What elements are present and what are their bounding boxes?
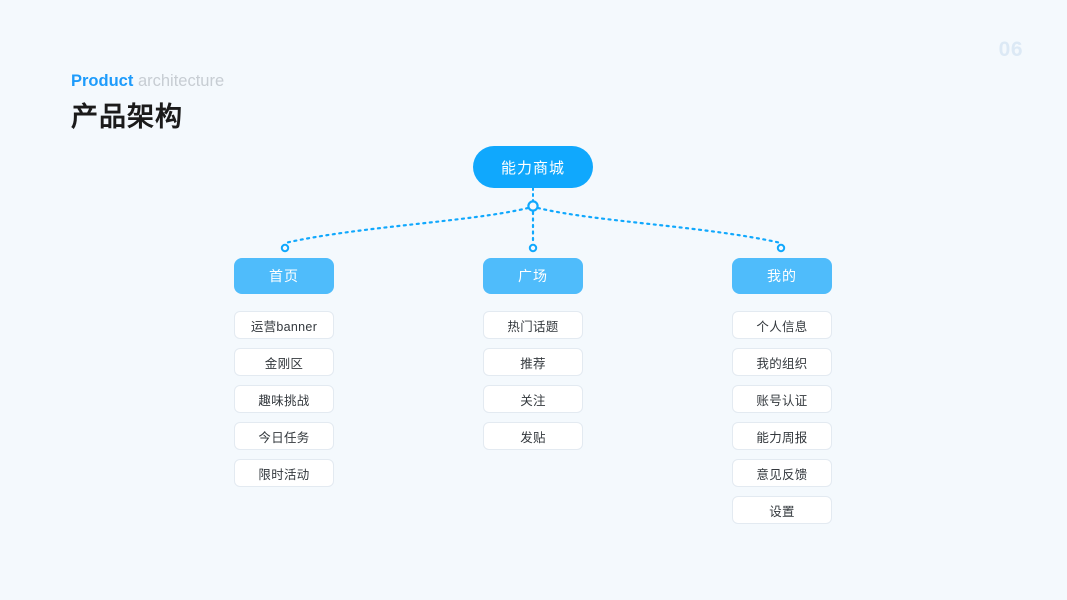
node-branch-home[interactable]: 首页 [234,258,334,294]
eyebrow-strong-text: Product [71,72,134,90]
leaf-item[interactable]: 能力周报 [732,422,832,450]
connector-endpoint-dot-1 [528,243,538,253]
leaf-item[interactable]: 意见反馈 [732,459,832,487]
page-number: 06 [998,38,1023,61]
leaf-item[interactable]: 关注 [483,385,583,413]
node-root[interactable]: 能力商城 [473,146,593,188]
leaf-column-mine: 个人信息 我的组织 账号认证 能力周报 意见反馈 设置 [732,311,832,524]
leaf-item[interactable]: 限时活动 [234,459,334,487]
leaf-item[interactable]: 运营banner [234,311,334,339]
leaf-item[interactable]: 账号认证 [732,385,832,413]
section-eyebrow: Product architecture [71,71,224,91]
leaf-item[interactable]: 我的组织 [732,348,832,376]
leaf-item[interactable]: 趣味挑战 [234,385,334,413]
connector-branch-0 [283,206,530,245]
connector-branch-2 [536,206,783,245]
leaf-item[interactable]: 推荐 [483,348,583,376]
leaf-item[interactable]: 个人信息 [732,311,832,339]
eyebrow-light-text: architecture [137,72,225,90]
leaf-column-plaza: 热门话题 推荐 关注 发贴 [483,311,583,450]
node-branch-plaza[interactable]: 广场 [483,258,583,294]
node-branch-mine[interactable]: 我的 [732,258,832,294]
connector-endpoint-dot-0 [280,243,290,253]
leaf-column-home: 运营banner 金刚区 趣味挑战 今日任务 限时活动 [234,311,334,487]
leaf-item[interactable]: 发贴 [483,422,583,450]
leaf-item[interactable]: 今日任务 [234,422,334,450]
leaf-item[interactable]: 热门话题 [483,311,583,339]
leaf-item[interactable]: 设置 [732,496,832,524]
leaf-item[interactable]: 金刚区 [234,348,334,376]
connector-endpoint-dot-2 [776,243,786,253]
connector-junction-dot [527,200,539,212]
page-title: 产品架构 [71,102,183,132]
